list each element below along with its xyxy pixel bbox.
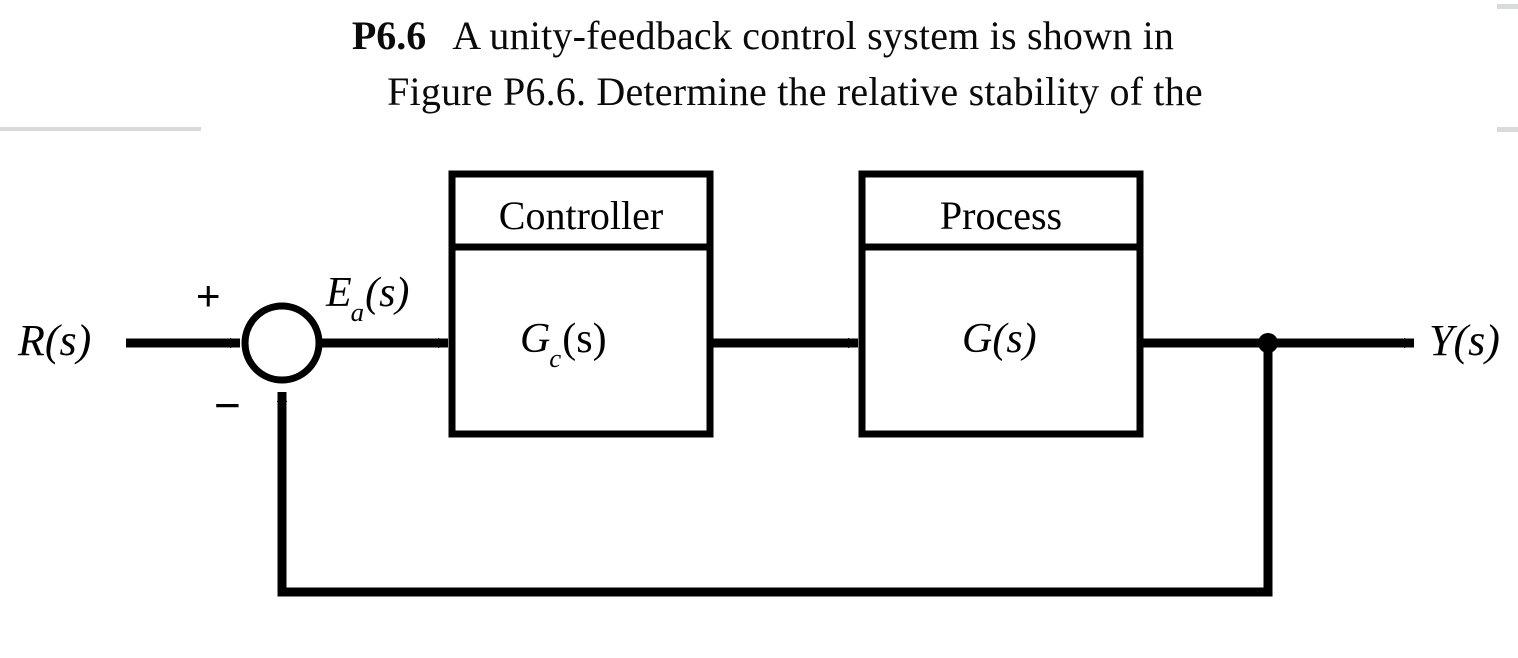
scan-artifact-rule bbox=[0, 127, 201, 131]
controller-tf-subscript: c bbox=[549, 343, 562, 374]
process-tf-tail: (s) bbox=[992, 316, 1037, 362]
error-signal-label: Ea(s) bbox=[326, 270, 410, 326]
problem-line-2: Figure P6.6. Determine the relative stab… bbox=[0, 64, 1518, 120]
input-signal-label: R(s) bbox=[18, 316, 92, 365]
error-signal-label-subscript: a bbox=[350, 297, 365, 328]
process-transfer-function: G(s) bbox=[962, 318, 1037, 360]
problem-text-line-2: Figure P6.6. Determine the relative stab… bbox=[387, 69, 1203, 114]
summing-junction bbox=[241, 302, 323, 384]
error-signal-label-tail: (s) bbox=[365, 270, 410, 316]
process-block-title: Process bbox=[939, 193, 1063, 238]
problem-statement: P6.6 A unity-feedback control system is s… bbox=[0, 8, 1518, 120]
controller-tf-base: G bbox=[520, 316, 551, 362]
problem-text-line-1: A unity-feedback control system is shown… bbox=[452, 13, 1175, 58]
problem-line-1: P6.6 A unity-feedback control system is s… bbox=[0, 8, 1518, 64]
process-tf-base: G bbox=[962, 316, 993, 362]
scan-artifact-tick-top bbox=[1497, 4, 1518, 9]
output-signal-label: Y(s) bbox=[1429, 316, 1500, 365]
controller-transfer-function: Gc(s) bbox=[520, 316, 607, 372]
scan-artifact-tick-middle bbox=[1497, 127, 1518, 132]
feedback-path bbox=[276, 343, 1273, 597]
controller-block bbox=[448, 170, 714, 438]
controller-block-title: Controller bbox=[498, 193, 664, 238]
process-block bbox=[858, 170, 1144, 438]
error-signal-label-base: E bbox=[326, 270, 352, 316]
controller-tf-tail: (s) bbox=[562, 316, 607, 362]
problem-number: P6.6 bbox=[351, 13, 427, 58]
summing-junction-minus-sign: − bbox=[214, 379, 241, 431]
summing-junction-plus-sign: + bbox=[196, 272, 221, 319]
